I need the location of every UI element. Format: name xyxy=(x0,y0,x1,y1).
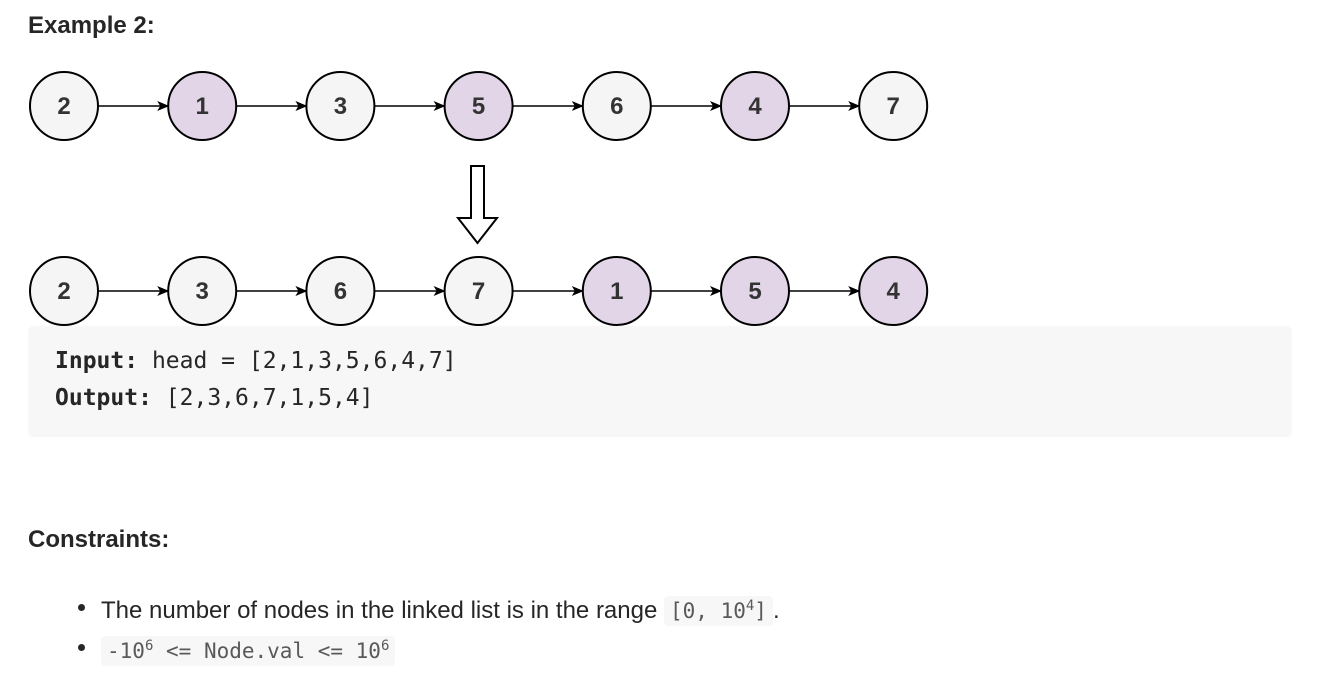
input-node xyxy=(720,71,790,141)
range-code-suffix: ] xyxy=(754,599,767,623)
output-node-value: 5 xyxy=(748,278,761,305)
output-node-value: 7 xyxy=(472,278,485,305)
output-node xyxy=(305,256,376,326)
input-node-value: 7 xyxy=(887,93,900,120)
constraint-text: The number of nodes in the linked list i… xyxy=(101,597,664,624)
val-code-middle: <= Node.val <= 10 xyxy=(153,639,381,663)
input-node-value: 2 xyxy=(57,93,70,120)
input-node xyxy=(305,71,376,141)
output-line: Output: [2,3,6,7,1,5,4] xyxy=(55,385,374,411)
range-code-prefix: [0, 10 xyxy=(670,599,746,623)
val-code-exponent-low: 6 xyxy=(144,638,154,654)
input-value: head = [2,1,3,5,6,4,7] xyxy=(138,348,457,374)
example-code-block: Input: head = [2,1,3,5,6,4,7] Output: [2… xyxy=(28,326,1292,437)
output-node xyxy=(29,256,99,326)
output-node xyxy=(858,256,929,326)
output-node-value: 3 xyxy=(196,278,209,305)
input-node-value: 5 xyxy=(472,93,485,120)
range-code-exponent: 4 xyxy=(745,598,755,614)
input-node xyxy=(29,71,99,141)
constraint-code-node-val: -106 <= Node.val <= 106 xyxy=(101,636,396,666)
input-node xyxy=(443,71,514,141)
input-node xyxy=(858,71,929,141)
input-node xyxy=(581,71,652,141)
input-node xyxy=(167,71,238,141)
constraints-list: The number of nodes in the linked list i… xyxy=(70,588,780,668)
output-label: Output: xyxy=(55,385,152,411)
constraint-code-range: [0, 104] xyxy=(664,596,773,626)
constraint-node-val: -106 <= Node.val <= 106 xyxy=(70,628,780,668)
input-label: Input: xyxy=(55,348,139,374)
input-line: Input: head = [2,1,3,5,6,4,7] xyxy=(55,348,457,374)
val-code-prefix: -10 xyxy=(107,639,145,663)
output-node xyxy=(720,256,790,326)
output-node-value: 1 xyxy=(610,278,623,305)
transform-down-arrow-icon xyxy=(455,165,500,245)
input-node-value: 1 xyxy=(196,93,209,120)
example-title: Example 2: xyxy=(28,12,155,39)
input-node-value: 6 xyxy=(610,93,623,120)
val-code-exponent-high: 6 xyxy=(380,638,390,654)
constraints-title: Constraints: xyxy=(28,526,170,553)
input-node-value: 4 xyxy=(748,93,762,120)
input-node-value: 3 xyxy=(334,93,347,120)
output-node-value: 4 xyxy=(887,278,901,305)
input-linked-list: 2 1 3 5 6 4 7 xyxy=(29,71,929,141)
output-node xyxy=(581,256,652,326)
output-node-value: 6 xyxy=(334,278,347,305)
constraint-node-count: The number of nodes in the linked list i… xyxy=(70,588,780,628)
output-node xyxy=(167,256,238,326)
output-node-value: 2 xyxy=(57,278,70,305)
output-value: [2,3,6,7,1,5,4] xyxy=(151,385,374,411)
output-linked-list: 2 3 6 7 1 5 4 xyxy=(29,256,929,326)
output-node xyxy=(443,256,514,326)
constraint-period: . xyxy=(772,597,780,624)
linked-list-diagram: 2 1 3 5 6 4 7 2 3 6 7 1 5 4 xyxy=(29,71,929,326)
